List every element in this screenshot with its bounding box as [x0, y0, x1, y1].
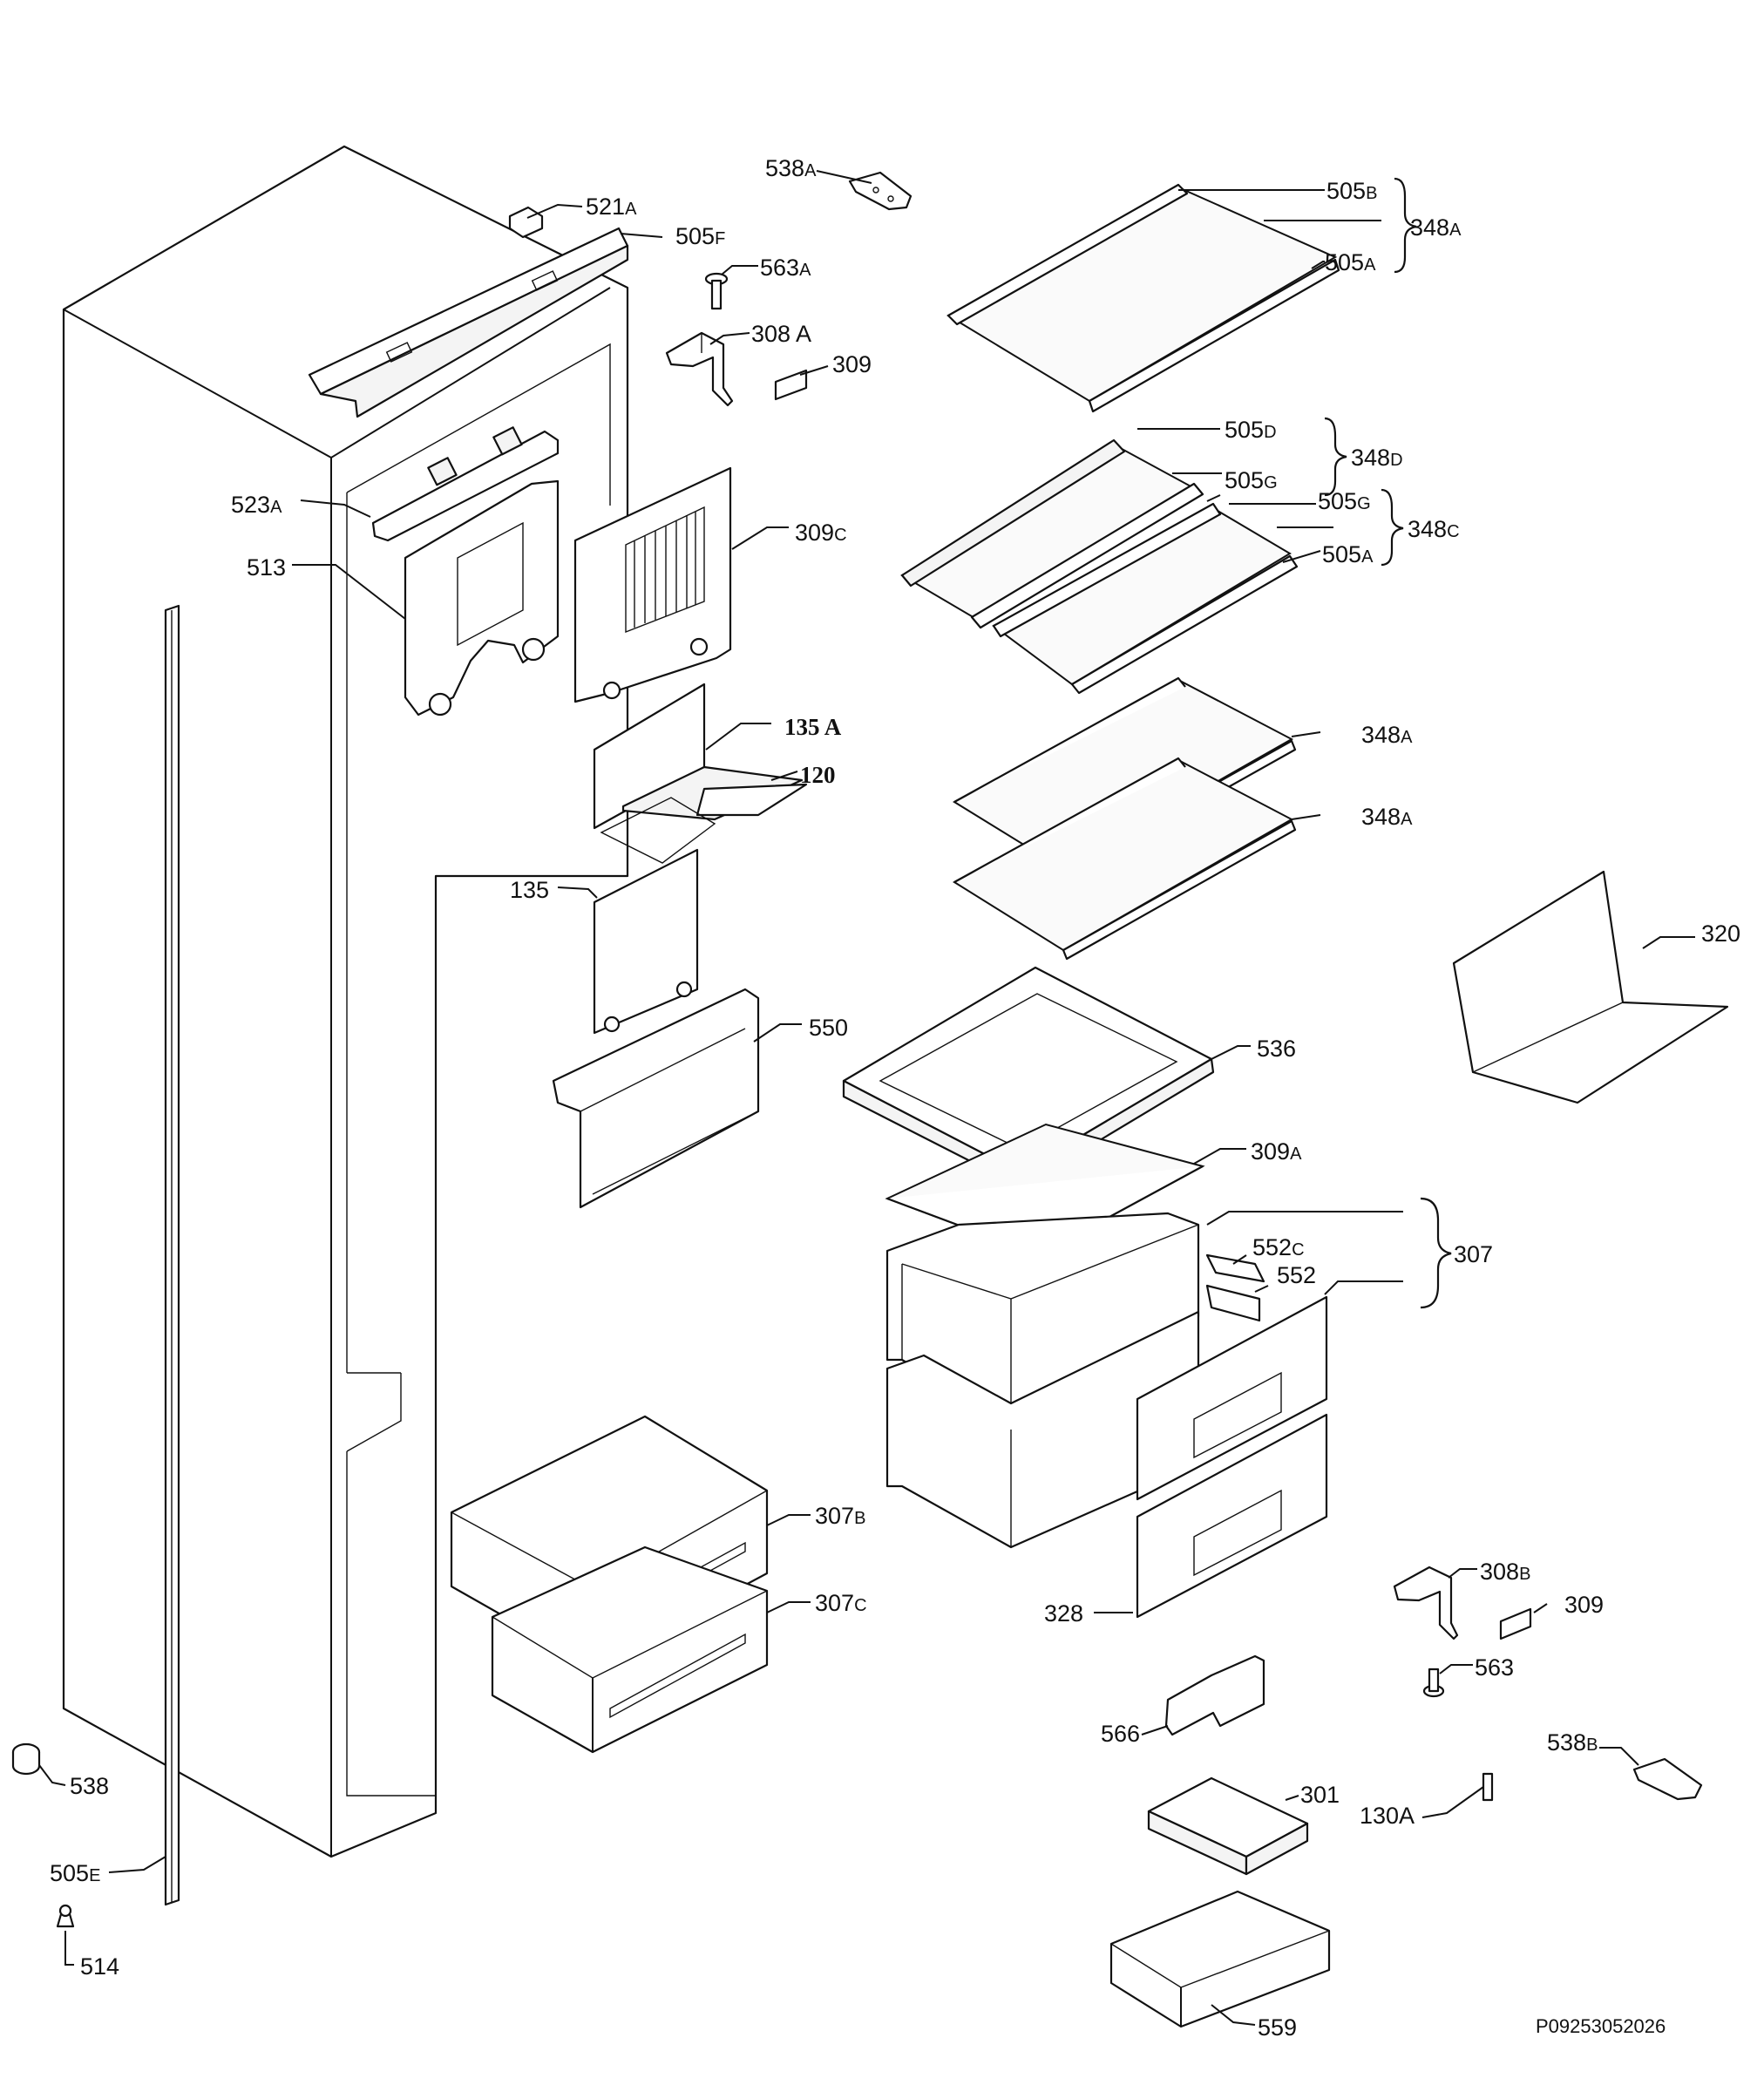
bracket-523a: [371, 426, 560, 542]
shelf-348d: [900, 438, 1204, 629]
clip-521a: [508, 206, 544, 239]
part-label-120: 120: [800, 762, 836, 788]
crisper-drawer-307c: [491, 1545, 769, 1754]
part-label-505d: 505D: [1225, 417, 1277, 443]
part-label-505e: 505E: [50, 1860, 100, 1886]
part-label-307: 307: [1454, 1241, 1493, 1267]
adjustable-foot: [11, 1742, 41, 1776]
drawer-front-328: [1136, 1413, 1328, 1619]
part-label-538b: 538B: [1547, 1729, 1598, 1756]
part-label-521a: 521A: [586, 194, 637, 220]
part-label-563: 563: [1475, 1654, 1514, 1681]
part-label-308a: 308 A: [751, 321, 811, 347]
part-label-320: 320: [1701, 920, 1740, 947]
leader-lines: [38, 170, 1695, 2026]
part-label-559: 559: [1258, 2014, 1297, 2041]
housing-513: [404, 479, 560, 717]
hinge-308a: [665, 331, 734, 407]
ice-tray-301: [1147, 1776, 1309, 1876]
front-panel-309c: [573, 466, 732, 703]
brace-307: [1420, 1197, 1452, 1309]
part-label-566: 566: [1101, 1721, 1140, 1747]
brace-348c: [1381, 488, 1404, 567]
part-label-307b: 307B: [815, 1503, 865, 1529]
hinge-308b: [1393, 1566, 1459, 1640]
hinge-538a: [848, 171, 913, 211]
door-seal-strip: [164, 604, 180, 1906]
part-label-505g-1: 505G: [1225, 467, 1278, 493]
brace-348d: [1324, 417, 1347, 497]
part-label-309-top: 309: [832, 351, 872, 377]
shelf-348a-top: [946, 183, 1340, 413]
shelf-348c: [992, 502, 1299, 695]
drawer-front-upper: [1136, 1295, 1328, 1501]
top-cover-505f: [308, 227, 629, 418]
screw-563: [1422, 1667, 1445, 1698]
part-label-505f: 505F: [675, 223, 725, 249]
lever-566: [1164, 1654, 1265, 1736]
rail-552: [1205, 1284, 1261, 1322]
part-label-328: 328: [1044, 1600, 1083, 1627]
part-label-348d: 348D: [1351, 445, 1403, 471]
part-label-308b: 308B: [1480, 1559, 1530, 1585]
part-label-135a: 135 A: [784, 714, 842, 740]
dispenser-tray-135a: [593, 683, 808, 864]
part-label-348a-2: 348A: [1361, 722, 1413, 748]
label-plate-309-bottom: [1499, 1607, 1532, 1640]
part-label-348a-3: 348A: [1361, 804, 1413, 830]
hinge-538b: [1632, 1757, 1703, 1801]
part-label-309c: 309C: [795, 520, 847, 546]
shelf-348a-mid2: [953, 757, 1297, 961]
part-label-538: 538: [70, 1773, 109, 1799]
screw-563a: [704, 272, 729, 310]
part-label-505a-2: 505A: [1322, 541, 1374, 567]
part-label-536: 536: [1257, 1036, 1296, 1062]
foot-pin: [56, 1904, 75, 1928]
part-labels: 538A 521A 505F 563A 308 A 309 505B 348A 505A 505D…: [50, 155, 1740, 2041]
part-label-301: 301: [1300, 1782, 1340, 1808]
document-reference-number: P09253052026: [1536, 2015, 1666, 2037]
part-label-307c: 307C: [815, 1590, 867, 1616]
pin-130a: [1482, 1772, 1494, 1802]
wire-basket-320: [1452, 870, 1729, 1104]
ice-bin-559: [1109, 1890, 1331, 2028]
part-label-513: 513: [247, 554, 286, 581]
part-label-348c: 348C: [1408, 516, 1460, 542]
part-label-130a: 130A: [1360, 1803, 1415, 1829]
part-label-514: 514: [80, 1953, 119, 1980]
part-label-135: 135: [510, 877, 549, 903]
part-label-563a: 563A: [760, 255, 811, 281]
part-label-309-bot: 309: [1564, 1592, 1604, 1618]
shield-550: [552, 988, 760, 1209]
label-plate-309-top: [774, 369, 808, 401]
part-label-505b: 505B: [1326, 178, 1377, 204]
part-label-523a: 523A: [231, 492, 282, 518]
part-label-348a-1: 348A: [1410, 214, 1462, 241]
part-label-309a: 309A: [1251, 1138, 1302, 1165]
part-label-538a: 538A: [765, 155, 817, 181]
part-label-550: 550: [809, 1015, 848, 1041]
flap-135: [593, 848, 699, 1035]
part-label-552: 552: [1277, 1262, 1316, 1288]
brace-348a: [1394, 177, 1417, 274]
part-label-505g-2: 505G: [1318, 488, 1371, 514]
part-label-505a-1: 505A: [1325, 249, 1376, 275]
part-label-552c: 552C: [1252, 1234, 1305, 1260]
